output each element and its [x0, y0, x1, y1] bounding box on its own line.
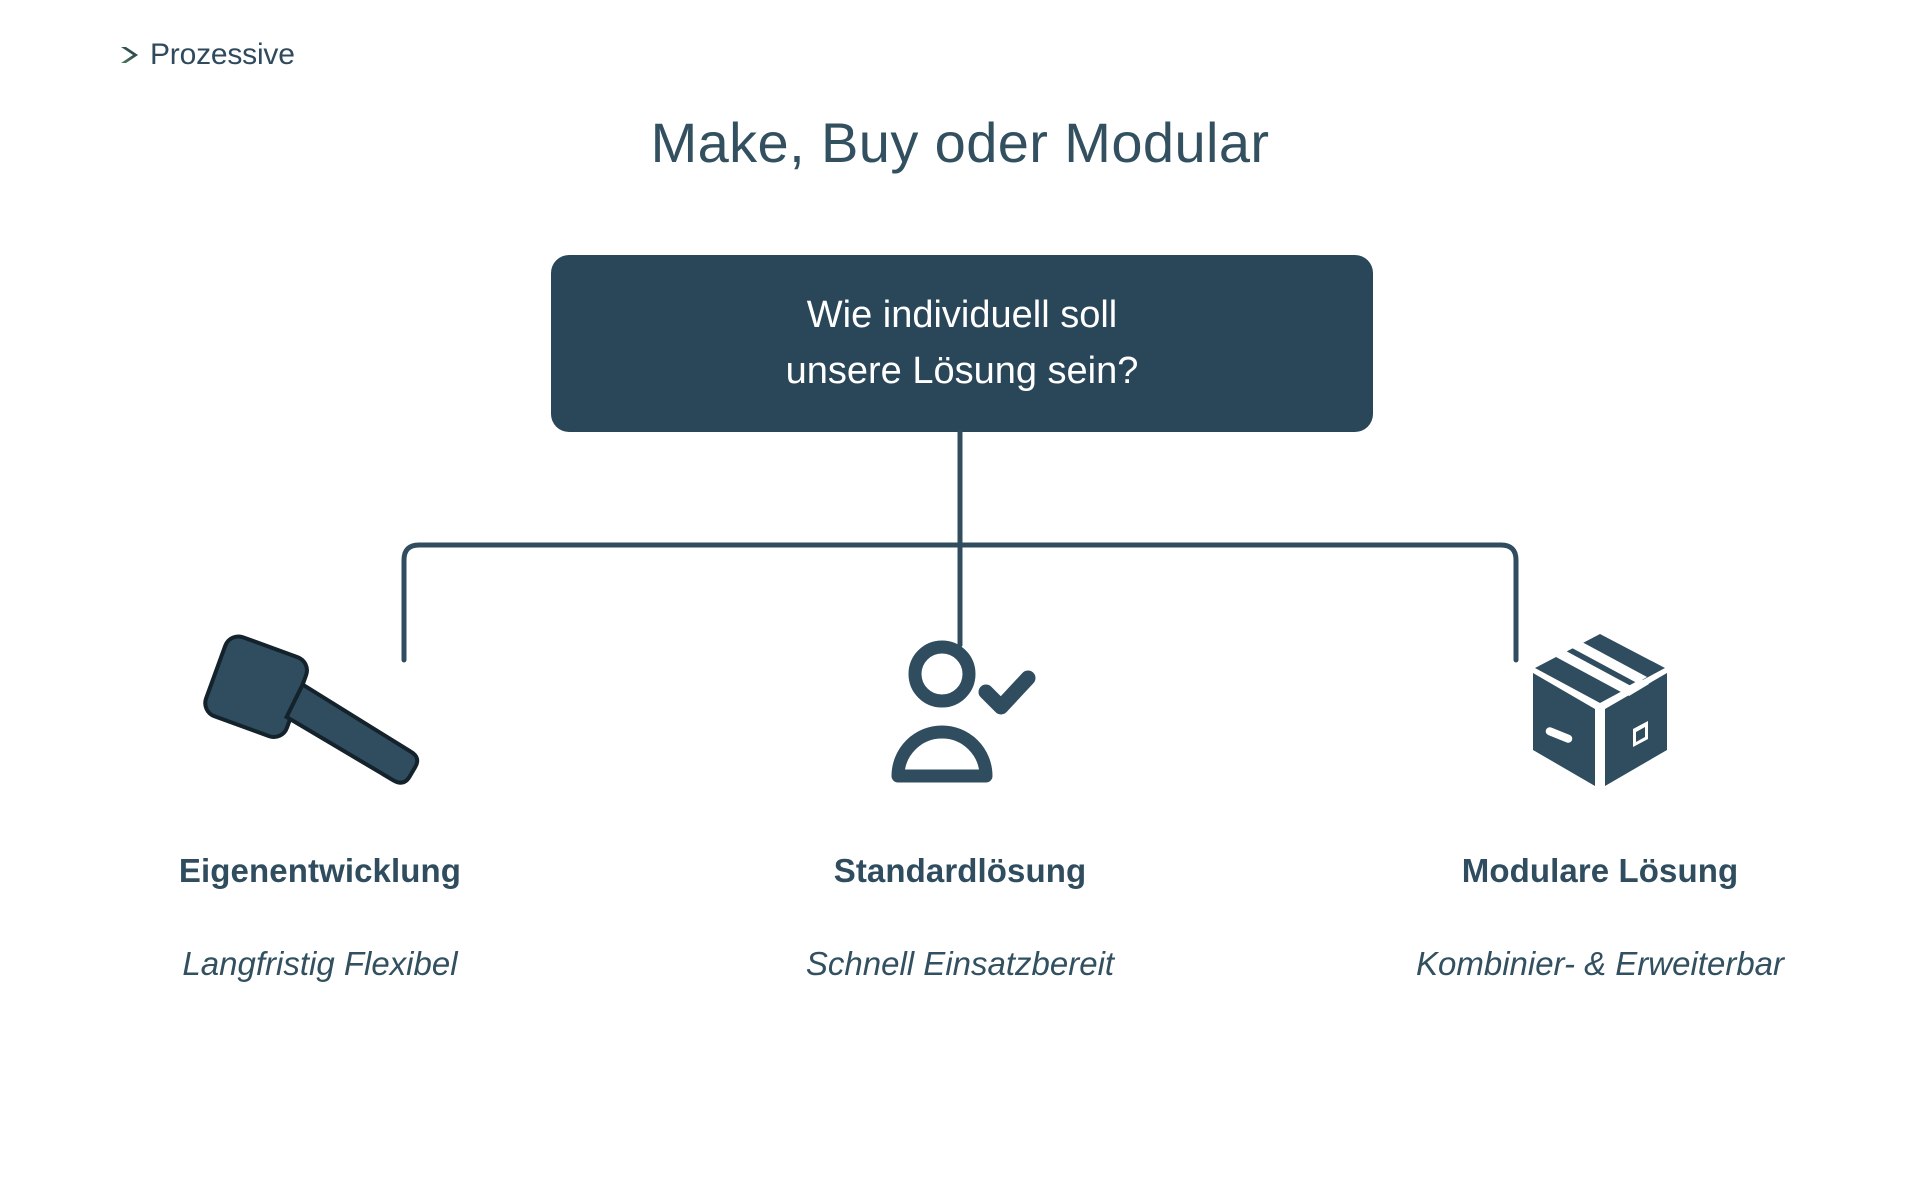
branch-title: Eigenentwicklung: [178, 852, 462, 889]
branch-row: Eigenentwicklung Langfristig Flexibel St…: [0, 630, 1920, 983]
root-question-box: Wie individuell soll unsere Lösung sein?: [551, 255, 1373, 432]
root-question-line-2: unsere Lösung sein?: [785, 349, 1139, 392]
branch-subtitle: Schnell Einsatzbereit: [805, 945, 1115, 982]
root-question-line-1: Wie individuell soll: [806, 294, 1118, 337]
package-box-icon: [1525, 630, 1675, 790]
branch-title: Modulare Lösung: [1461, 852, 1739, 889]
brand-logo: Prozessive: [113, 38, 295, 72]
branch-standardloesung[interactable]: Standardlösung Schnell Einsatzbereit: [640, 630, 1280, 983]
hammer-icon: [195, 630, 445, 790]
branch-subtitle: Langfristig Flexibel: [182, 945, 458, 982]
branch-modulare-loesung[interactable]: Modulare Lösung Kombinier- & Erweiterbar: [1280, 630, 1920, 983]
page-title: Make, Buy oder Modular: [650, 111, 1270, 174]
branch-subtitle: Kombinier- & Erweiterbar: [1415, 945, 1785, 982]
brand-name: Prozessive: [150, 38, 295, 71]
chevron-right-icon: [121, 47, 138, 63]
branch-eigenentwicklung[interactable]: Eigenentwicklung Langfristig Flexibel: [0, 630, 640, 983]
person-check-icon: [880, 630, 1040, 790]
branch-title: Standardlösung: [833, 852, 1087, 889]
